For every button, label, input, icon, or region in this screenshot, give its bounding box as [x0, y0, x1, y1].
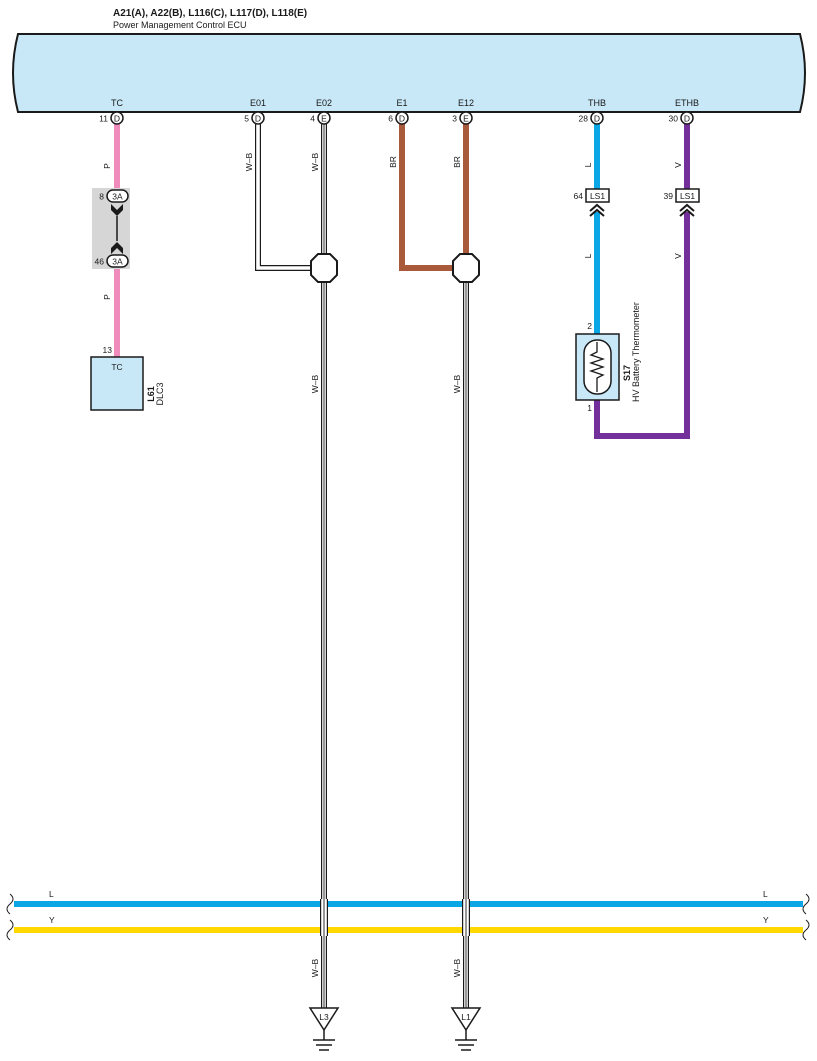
wire-label-e02-bottom: W–B	[310, 958, 320, 977]
ground-l3-label: L3	[319, 1012, 329, 1022]
pin-tc: D 11	[99, 111, 124, 125]
ecu-connectors: A21(A), A22(B), L116(C), L117(D), L118(E…	[113, 8, 307, 19]
thermistor-symbol-icon	[588, 342, 606, 392]
wire-label-e02-lower: W–B	[310, 374, 320, 393]
pin-e01-conn: D	[255, 114, 261, 124]
wire-label-e12: BR	[452, 156, 462, 168]
pin-thb: D 28	[579, 111, 604, 125]
ground-l3: L3	[308, 1007, 340, 1051]
ls1-thb-pin: 64	[574, 191, 584, 201]
wire-label-thb-lower: L	[583, 253, 593, 258]
wire-label-e01: W–B	[244, 152, 254, 171]
sensor-pin-bottom: 1	[587, 403, 592, 413]
pin-e1: D 6	[388, 111, 409, 125]
wire-label-e1: BR	[388, 156, 398, 168]
wire-label-p-lower: P	[102, 294, 112, 300]
pin-e01: D 5	[244, 111, 265, 125]
pin-tc-number: 11	[99, 114, 108, 124]
wire-label-ethb-lower: V	[673, 253, 683, 259]
pin-ethb-number: 30	[669, 114, 679, 124]
junction-top-label: 3A	[112, 192, 123, 202]
ls1-connector-ethb: 39 LS1	[664, 188, 700, 217]
pin-e01-number: 5	[244, 114, 249, 124]
junction-bottom-pin: 46	[95, 257, 105, 267]
ls1-ethb-pin: 39	[664, 191, 674, 201]
wire-label-e12-lower: W–B	[452, 374, 462, 393]
pin-thb-conn: D	[594, 114, 600, 124]
ground-l1-label: L1	[461, 1012, 471, 1022]
wire-e01	[255, 124, 312, 271]
ecu-body	[12, 33, 806, 113]
splice-e02	[310, 253, 338, 283]
wire-label-thb-upper: L	[583, 162, 593, 167]
wire-label-e12-bottom: W–B	[452, 958, 462, 977]
bus-y-label-right: Y	[763, 915, 769, 925]
sensor-pin-top: 2	[587, 321, 592, 331]
junction-bottom-label: 3A	[112, 257, 123, 267]
bus-l-label-left: L	[49, 889, 54, 899]
terminal-e02: E02	[316, 98, 332, 108]
pin-e12: E 3	[452, 111, 473, 125]
dlc3-name: DLC3	[155, 382, 165, 405]
wire-label-e02: W–B	[310, 152, 320, 171]
ls1-thb-label: LS1	[590, 191, 605, 201]
pin-e12-number: 3	[452, 114, 457, 124]
pin-ethb: D 30	[669, 111, 694, 125]
dlc3-connector: 13 TC L61 DLC3	[90, 345, 165, 411]
hv-battery-thermometer: 2 1 S17 HV Battery Thermometer	[575, 302, 641, 413]
sensor-id: S17	[622, 365, 632, 381]
ground-l1: L1	[450, 1007, 482, 1051]
terminal-ethb: ETHB	[675, 98, 699, 108]
bus-l-label-right: L	[763, 889, 768, 899]
ls1-connector-thb: 64 LS1	[574, 188, 610, 217]
terminal-e1: E1	[396, 98, 407, 108]
terminal-tc: TC	[111, 98, 123, 108]
wire-e1	[399, 124, 454, 271]
splice-e12	[452, 253, 480, 283]
dlc3-id: L61	[146, 386, 156, 402]
terminal-thb: THB	[588, 98, 606, 108]
dlc3-terminal: TC	[111, 362, 122, 372]
wire-ethb-lower	[594, 212, 690, 439]
pin-ethb-conn: D	[684, 114, 690, 124]
pin-e02-number: 4	[310, 114, 315, 124]
ls1-ethb-label: LS1	[680, 191, 695, 201]
ecu-name: Power Management Control ECU	[113, 20, 247, 30]
sensor-name: HV Battery Thermometer	[631, 302, 641, 402]
wire-label-p-upper: P	[102, 163, 112, 169]
pin-thb-number: 28	[579, 114, 589, 124]
pin-e02-conn: E	[321, 114, 327, 124]
pin-e12-conn: E	[463, 114, 469, 124]
pin-e1-conn: D	[399, 114, 405, 124]
terminal-e12: E12	[458, 98, 474, 108]
junction-top-pin: 8	[99, 192, 104, 202]
wire-label-ethb-upper: V	[673, 162, 683, 168]
pin-e02: E 4	[310, 111, 331, 125]
bus-y-label-left: Y	[49, 915, 55, 925]
terminal-e01: E01	[250, 98, 266, 108]
dlc3-pin: 13	[103, 345, 113, 355]
pin-tc-conn: D	[114, 114, 120, 124]
pin-e1-number: 6	[388, 114, 393, 124]
junction-connector-3a: 3A 8 3A 46	[92, 188, 130, 269]
